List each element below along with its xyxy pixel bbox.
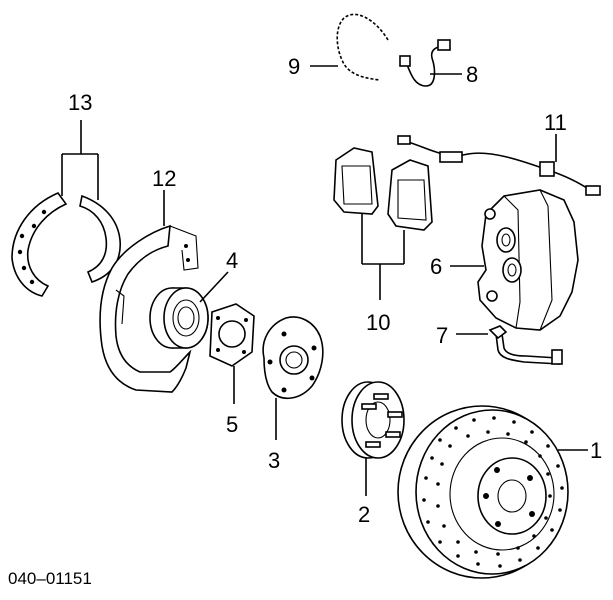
callout-2: 2 xyxy=(358,502,370,527)
wheel-bearing xyxy=(149,287,209,349)
callout-3: 3 xyxy=(268,448,280,473)
callout-6: 6 xyxy=(430,254,442,279)
brake-hose xyxy=(336,13,389,81)
callout-1: 1 xyxy=(590,438,602,463)
brake-caliper xyxy=(477,189,579,331)
callout-13: 13 xyxy=(68,90,92,115)
callout-10-leader xyxy=(361,214,405,300)
callout-8: 8 xyxy=(466,62,478,87)
brake-pads xyxy=(333,147,433,231)
callout-5: 5 xyxy=(226,412,238,437)
backing-plate xyxy=(99,224,199,393)
callout-7: 7 xyxy=(436,323,448,348)
callout-13-leader xyxy=(61,120,99,200)
diagram-code: 040–01151 xyxy=(8,569,92,588)
parking-brake-shoes xyxy=(11,192,121,297)
callout-11: 11 xyxy=(544,110,567,135)
rotor-drill-holes xyxy=(422,416,564,568)
hub-seal-plate xyxy=(209,303,255,367)
callout-4-leader xyxy=(199,271,229,303)
callout-10: 10 xyxy=(366,310,390,335)
callout-12: 12 xyxy=(152,166,176,191)
brake-line xyxy=(488,325,563,365)
brake-rotor xyxy=(397,405,569,579)
callout-4: 4 xyxy=(226,248,238,273)
wheel-spacer xyxy=(341,381,405,459)
wheel-hub-flange xyxy=(262,316,324,399)
brake-wear-sensor xyxy=(397,135,601,196)
brake-hard-line xyxy=(399,39,451,87)
callout-9: 9 xyxy=(288,54,300,79)
